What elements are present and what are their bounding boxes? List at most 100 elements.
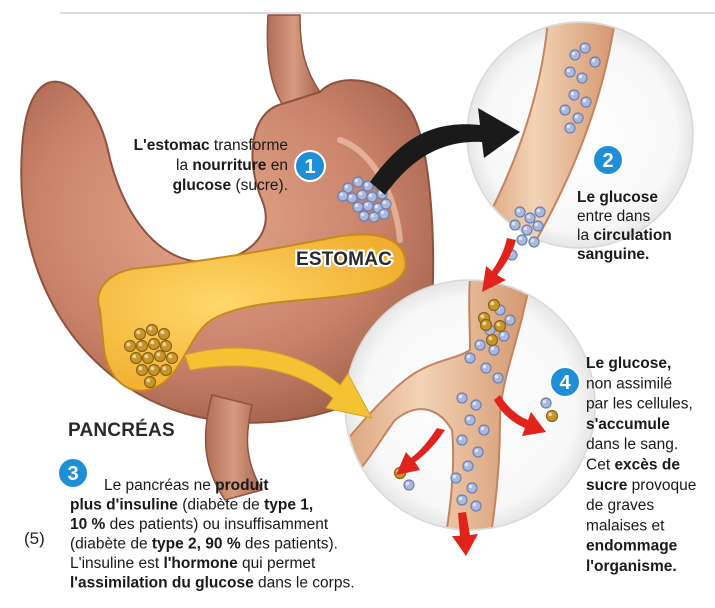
glucose-molecule	[560, 105, 570, 115]
glucose-molecule-highlight	[501, 333, 505, 337]
glucose-molecule-highlight	[459, 437, 463, 441]
glucose-molecule-highlight	[381, 211, 385, 215]
glucose-molecule	[573, 113, 583, 123]
glucose-molecule-highlight	[567, 69, 571, 73]
glucose-molecule-highlight	[543, 400, 547, 404]
callout-line: Le glucose	[577, 189, 658, 206]
insulin-molecule	[487, 335, 498, 346]
glucose-molecule	[493, 373, 503, 383]
step-badge-1: 1	[295, 151, 325, 181]
stomach-label: ESTOMAC	[296, 249, 392, 270]
insulin-molecule-highlight	[150, 340, 154, 344]
glucose-molecule	[541, 398, 551, 408]
insulin-molecule	[495, 321, 506, 332]
callout-line: sucre provoque	[586, 477, 696, 494]
glucose-molecule	[475, 340, 485, 350]
callout-1-text: L'estomac transformela nourriture engluc…	[134, 137, 288, 194]
insulin-molecule-highlight	[148, 326, 152, 330]
glucose-molecule-highlight	[340, 193, 344, 197]
glucose-molecule-highlight	[383, 201, 387, 205]
callout-line: L'insuline est l'hormone qui permet	[70, 555, 316, 572]
glucose-molecule-highlight	[477, 342, 481, 346]
insulin-molecule-highlight	[490, 301, 494, 305]
glucose-molecule-highlight	[592, 59, 596, 63]
figure-label: (5)	[24, 529, 45, 548]
callout-line: endommage	[586, 538, 678, 555]
glucose-molecule-highlight	[579, 75, 583, 79]
glucose-molecule	[525, 213, 535, 223]
svg-text:1: 1	[304, 156, 315, 178]
glucose-molecule	[465, 415, 475, 425]
glucose-molecule-highlight	[567, 125, 571, 129]
insulin-molecule-highlight	[488, 336, 492, 340]
glucose-molecule-highlight	[365, 203, 369, 207]
insulin-molecule-highlight	[146, 378, 150, 382]
glucose-molecule	[451, 473, 461, 483]
glucose-molecule-highlight	[535, 223, 539, 227]
glucose-molecule	[535, 207, 545, 217]
glucose-molecule	[347, 193, 357, 203]
glucose-molecule	[590, 57, 600, 67]
glucose-molecule	[489, 345, 499, 355]
glucose-molecule-highlight	[475, 449, 479, 453]
callout-line: de graves	[586, 497, 654, 514]
insulin-molecule	[137, 365, 148, 376]
insulin-molecule-highlight	[138, 366, 142, 370]
glucose-molecule	[565, 123, 575, 133]
glucose-molecule-highlight	[369, 194, 373, 198]
callout-line: L'estomac transforme	[134, 137, 288, 154]
insulin-molecule-highlight	[162, 366, 166, 370]
svg-text:4: 4	[559, 372, 571, 394]
insulin-molecule	[155, 351, 166, 362]
glucose-molecule	[481, 363, 491, 373]
insulin-molecule-highlight	[160, 330, 164, 334]
glucose-molecule-highlight	[495, 375, 499, 379]
glucose-molecule	[569, 90, 579, 100]
pancreas-label: PANCRÉAS	[68, 419, 175, 441]
glucose-molecule-highlight	[359, 192, 363, 196]
glucose-molecule-highlight	[531, 239, 535, 243]
glucose-molecule-highlight	[459, 497, 463, 501]
glucose-molecule-highlight	[582, 45, 586, 49]
glucose-molecule-highlight	[355, 204, 359, 208]
callout-line: non assimilé	[586, 375, 672, 392]
insulin-molecule	[149, 339, 160, 350]
glucose-molecule-highlight	[365, 183, 369, 187]
glucose-molecule-highlight	[507, 317, 511, 321]
glucose-molecule-highlight	[572, 52, 576, 56]
glucose-molecule-highlight	[465, 463, 469, 467]
callout-line: malaises et	[586, 517, 665, 534]
insulin-molecule	[143, 353, 154, 364]
glucose-molecule	[499, 331, 509, 341]
insulin-molecule	[481, 320, 492, 331]
insulin-molecule-highlight	[156, 352, 160, 356]
callout-line: Le glucose,	[586, 355, 671, 372]
insulin-molecule-highlight	[126, 342, 130, 346]
svg-text:2: 2	[602, 150, 613, 172]
glucose-molecule	[463, 461, 473, 471]
insulin-molecule-highlight	[138, 342, 142, 346]
glucose-molecule-highlight	[355, 179, 359, 183]
callout-line: entre dans	[577, 208, 650, 225]
insulin-molecule	[167, 353, 178, 364]
glucose-molecule-highlight	[562, 107, 566, 111]
callout-line: Le pancréas ne produit	[104, 477, 269, 494]
glucose-molecule-highlight	[575, 115, 579, 119]
glucose-molecule-highlight	[467, 355, 471, 359]
callout-line: plus d'insuline (diabète de type 1,	[70, 497, 313, 514]
glucose-molecule	[353, 177, 363, 187]
insulin-molecule	[135, 329, 146, 340]
glucose-molecule	[565, 67, 575, 77]
glucose-molecule-highlight	[469, 485, 473, 489]
insulin-molecule-highlight	[136, 330, 140, 334]
glucose-molecule	[457, 393, 467, 403]
glucose-molecule-highlight	[537, 209, 541, 213]
insulin-molecule	[125, 341, 136, 352]
insulin-molecule-highlight	[482, 321, 486, 325]
glucose-molecule-highlight	[345, 185, 349, 189]
insulin-molecule	[131, 353, 142, 364]
glucose-molecule	[467, 483, 477, 493]
glucose-molecule-highlight	[361, 213, 365, 217]
